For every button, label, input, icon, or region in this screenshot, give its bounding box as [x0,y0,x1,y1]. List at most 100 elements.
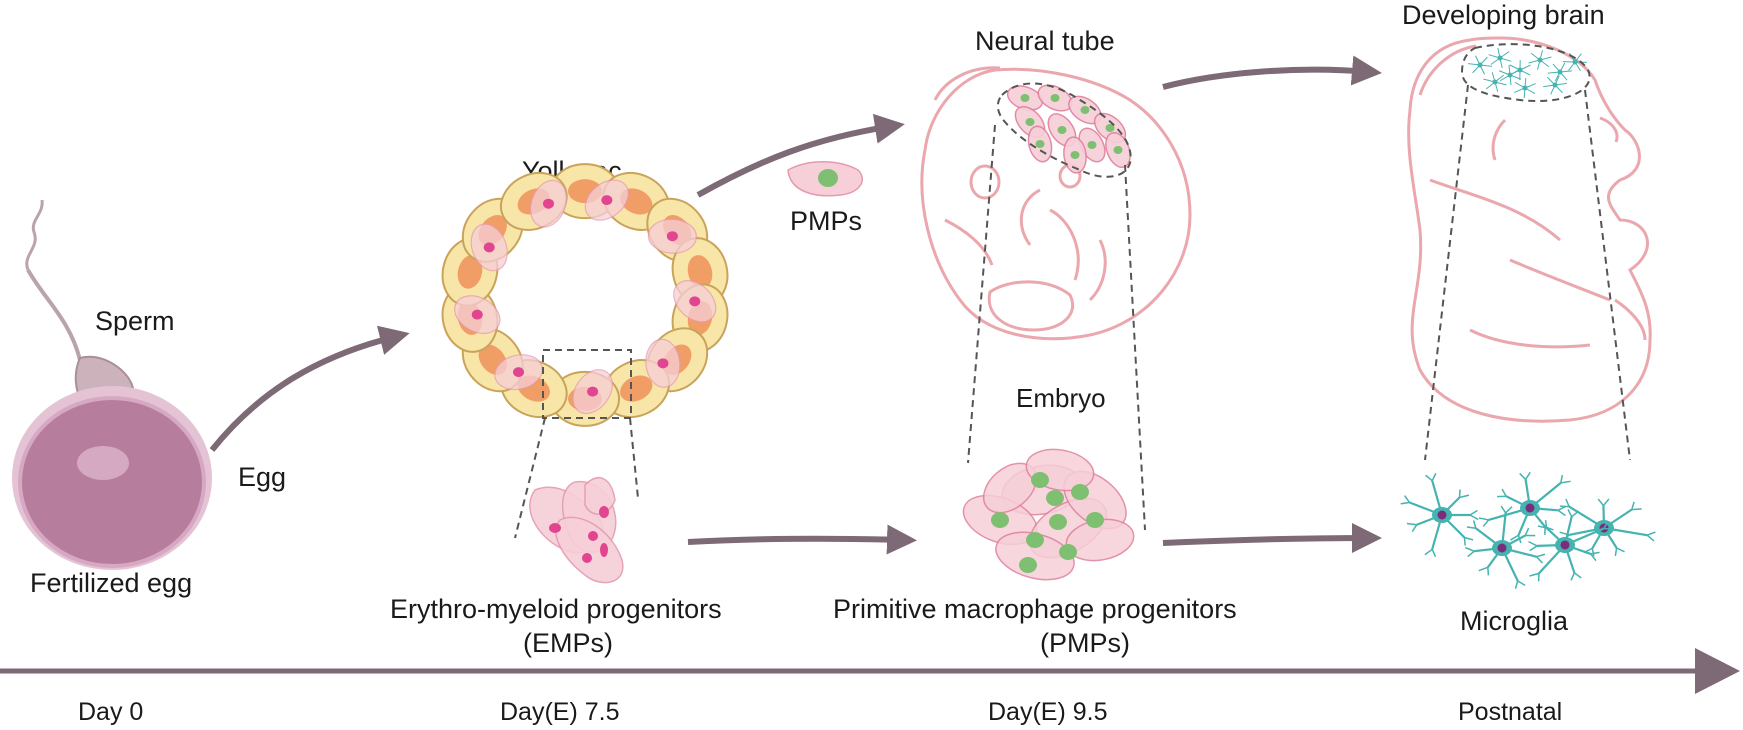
arrow-pmps-to-microglia [1162,523,1382,554]
neural-tube-cell-nucleus [1035,140,1045,148]
neural-tube-cell-nucleus [1050,94,1060,102]
neural-tube-cell-nucleus [1020,94,1030,102]
microglia-label: Microglia [1460,606,1569,636]
microglia-branch [1570,572,1576,581]
microglia-branch [1646,531,1656,536]
emp-cell-nucleus [666,231,678,242]
emp-cell-nucleus [542,198,554,209]
microglia-branch [1529,572,1540,577]
microglia-branch [1411,524,1418,533]
microglia-branch [1510,534,1519,541]
microglia-branch [1573,572,1582,579]
yolk-sac-cell-nucleus [457,255,483,289]
pmp-cell-nucleus [1046,490,1064,506]
brain-network-node [1517,67,1523,73]
microglia-branch [1591,548,1595,557]
microglia-branch [1459,494,1470,499]
emp-cell-nucleus [657,358,669,369]
neural-tube-label: Neural tube [975,26,1115,56]
microglia-branch [1524,527,1530,536]
timeline-arrowhead [1695,648,1740,694]
brain-zoom-line-left [1424,84,1469,461]
microglia-branch [1487,567,1490,576]
microglia-branch [1501,488,1507,497]
neural-tube-zoom-line-right [1124,164,1146,531]
emp-cell-nucleus [471,309,483,320]
microglia-branch [1571,510,1580,518]
developing-brain-label: Developing brain [1402,0,1605,30]
pmp-cell-nucleus [1071,484,1089,500]
microglia-branch [1597,498,1605,507]
emp-cell-nucleus [689,296,701,307]
microglia-branch [1524,471,1531,480]
microglia-nucleus [1525,503,1535,513]
pmp-cell-cluster-icon [962,448,1135,581]
emp-label-line1: Erythro-myeloid progenitors [390,594,722,624]
microglia-branch [1590,551,1600,555]
brain-network-node [1497,55,1503,61]
microglia-branch [1602,498,1610,507]
pmp-label-line2: (PMPs) [1040,628,1130,658]
brain-network-node [1492,79,1498,85]
pmp-cell-nucleus [1049,514,1067,530]
brain-network-node [1507,72,1513,78]
microglia-branch [1431,549,1437,558]
microglia-branch [1472,520,1477,529]
microglia-branch [1565,498,1570,507]
emp-cell-cluster-icon [529,477,624,584]
microglia-branch [1603,527,1614,531]
microglia-branch [1463,537,1466,546]
yolk-sac-cell-nucleus [687,255,713,289]
microglia-branch [1464,536,1474,541]
emp-cell-nucleus [483,242,495,253]
microglia-branch [1406,522,1417,526]
timeline-day-0: Day 0 [78,698,143,726]
yolk-sac-cell-nucleus [620,375,653,402]
arrow-egg-to-yolk-sac [209,325,410,452]
pmp-cell-nucleus [991,512,1009,528]
microglia-branch [1482,519,1490,527]
microglia-branch [1560,474,1564,484]
neural-tube-cell-nucleus [1113,146,1123,154]
neural-tube-cell-nucleus [1070,151,1080,159]
microglia-branch [1478,517,1489,521]
yolk-sac-icon [441,163,729,427]
arrow-yolk-sac-to-embryo [696,113,905,198]
microglia-branch [1465,546,1475,552]
brain-network-icon [1468,48,1588,99]
yolk-sac-zoom-line-right [629,417,639,499]
yolk-sac-zoom-line-left [514,417,546,539]
brain-network-node [1522,85,1528,91]
microglia-branch [1535,556,1544,564]
brain-zoom-outline [1460,43,1591,102]
neural-tube-icon [1006,84,1131,174]
microglia-branch [1537,525,1547,529]
microglia-cells-icon [1400,471,1656,589]
pmp-cell-nucleus [1059,544,1077,560]
neural-tube-zoom-outline [996,82,1132,178]
microglia-branch [1528,540,1538,547]
brain-network-node [1537,57,1543,63]
pmp-cell-nucleus [1019,557,1037,573]
microglia-branch [1614,547,1618,557]
fertilized-egg-icon [12,386,212,570]
microglia-branch [1519,472,1527,480]
neural-tube-cell-nucleus [1105,124,1115,132]
microglia-branch [1469,509,1478,516]
sperm-label: Sperm [95,306,175,336]
microglia-branch [1505,506,1513,514]
emp-cell-nucleus [587,386,599,397]
microglia-branch [1458,489,1461,498]
brain-network-node [1557,69,1563,75]
embryo-label: Embryo [1016,383,1106,413]
egg-label: Egg [238,462,286,492]
microglia-branch [1560,480,1571,484]
microglia-nucleus [1437,510,1447,520]
microglia-branch [1431,472,1437,482]
arrow-emps-to-pmps [687,524,917,555]
microglia-branch [1630,501,1635,510]
timeline-day-e9-5: Day(E) 9.5 [988,698,1107,726]
microglia-branch [1400,501,1410,505]
microglia-branch [1536,553,1546,558]
